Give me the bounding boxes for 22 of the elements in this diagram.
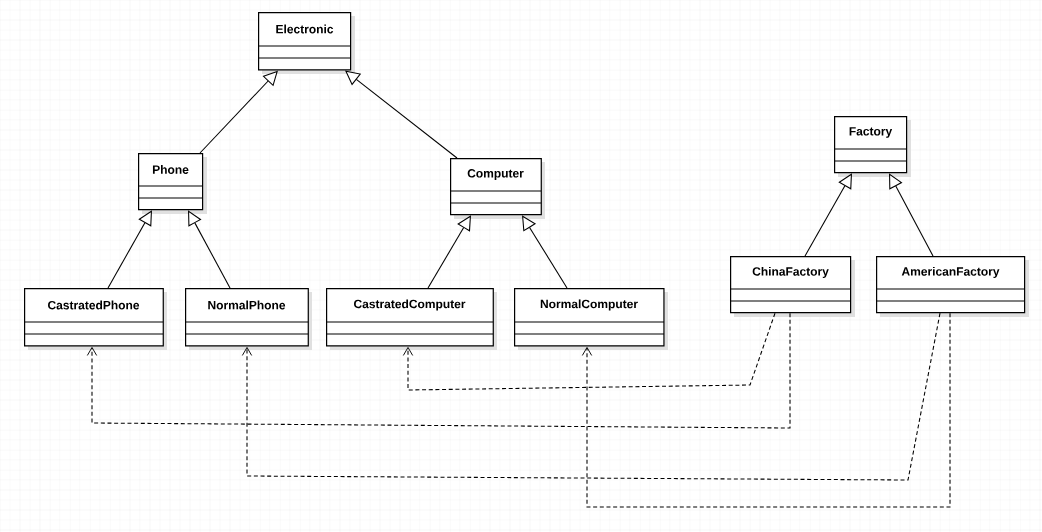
class-box: ChinaFactory: [729, 256, 855, 317]
class-box: Computer: [449, 158, 545, 219]
dependency-arrow: [581, 312, 951, 508]
class-box: Electronic: [257, 12, 355, 74]
inheritance-arrow: [107, 210, 152, 289]
class-box: AmericanFactory: [875, 256, 1029, 317]
class-box: NormalPhone: [184, 288, 312, 350]
inheritance-arrow: [188, 210, 231, 289]
dependency-arrow: [86, 312, 791, 429]
class-box: Factory: [833, 116, 911, 177]
class-box: CastratedPhone: [23, 288, 167, 350]
class-box: CastratedComputer: [325, 288, 497, 350]
inheritance-arrow: [889, 173, 934, 257]
dependency-arrow: [241, 312, 941, 481]
inheritance-arrow: [199, 70, 278, 154]
inheritance-arrow: [427, 215, 471, 289]
inheritance-arrow: [804, 173, 852, 257]
inheritance-arrow: [345, 70, 458, 159]
class-box: Phone: [137, 153, 207, 214]
inheritance-arrow: [522, 215, 568, 289]
dependency-arrow: [402, 312, 776, 391]
class-box: NormalComputer: [513, 288, 668, 350]
